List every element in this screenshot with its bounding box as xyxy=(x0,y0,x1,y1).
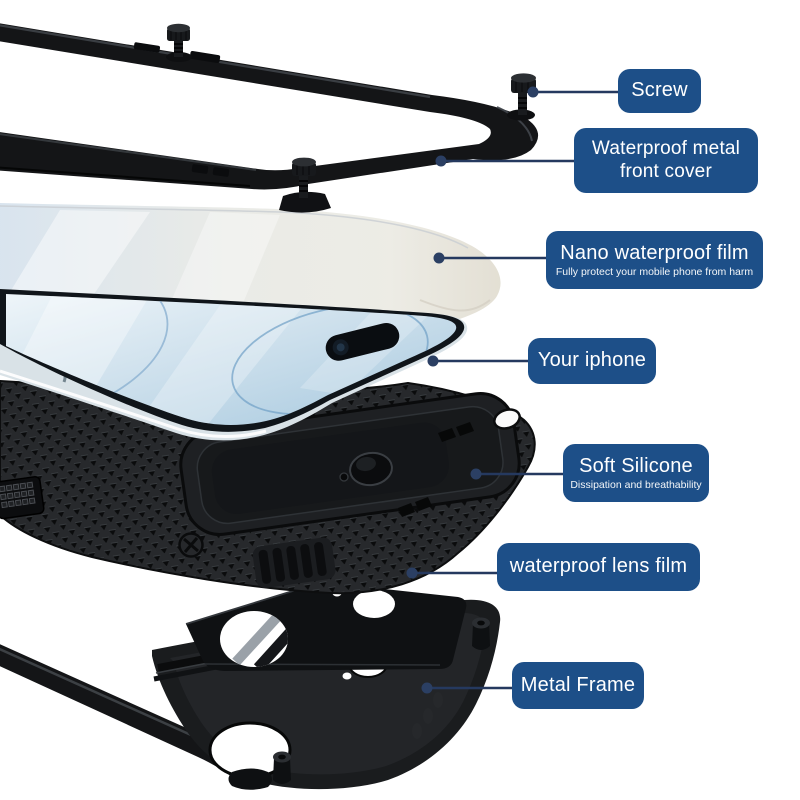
lens-film-part xyxy=(185,584,467,671)
silicone-screw-emblem xyxy=(178,532,204,558)
callout-title: Screw xyxy=(631,79,688,102)
front-cover-part xyxy=(0,23,538,213)
silicone-ribs xyxy=(252,537,336,588)
callout-title: Your iphone xyxy=(537,349,647,372)
cover-screw xyxy=(166,23,192,62)
callout-title: Nano waterproof film xyxy=(560,241,749,264)
dynamic-island xyxy=(325,322,400,361)
frame-screw-post xyxy=(273,751,291,784)
callout-title: waterproof lens film xyxy=(509,555,688,578)
metal-frame-left-rail xyxy=(0,644,252,783)
iphone-part xyxy=(0,289,468,441)
callout-subtitle: Fully protect your mobile phone from har… xyxy=(555,266,754,279)
callout-screw: Screw xyxy=(618,69,701,113)
callout-title: Soft Silicone xyxy=(579,454,693,477)
callout-front-cover: Waterproof metal front cover xyxy=(574,128,758,193)
callout-title: Metal Frame xyxy=(520,673,636,696)
iphone-screen xyxy=(6,294,457,425)
frame-screw-post xyxy=(472,617,490,650)
silicone-port-grid xyxy=(0,476,45,520)
silicone-screw-hole xyxy=(493,408,521,430)
leader-lines xyxy=(412,90,618,690)
front-cover-frame xyxy=(0,23,538,190)
callout-iphone: Your iphone xyxy=(528,338,656,384)
callout-metal-frame: Metal Frame xyxy=(512,662,644,709)
callout-silicone: Soft Silicone Dissipation and breathabil… xyxy=(563,444,709,502)
callout-subtitle: Dissipation and breathability xyxy=(570,479,702,492)
lens-film-flash-hole xyxy=(353,590,395,618)
leader-dots xyxy=(406,86,539,694)
front-cover-tabs xyxy=(133,42,230,177)
callout-lens-film: waterproof lens film xyxy=(497,543,700,591)
callout-nano-film: Nano waterproof film Fully protect your … xyxy=(546,231,763,289)
cover-screw xyxy=(279,157,331,213)
callout-title: Waterproof metal front cover xyxy=(591,138,741,182)
